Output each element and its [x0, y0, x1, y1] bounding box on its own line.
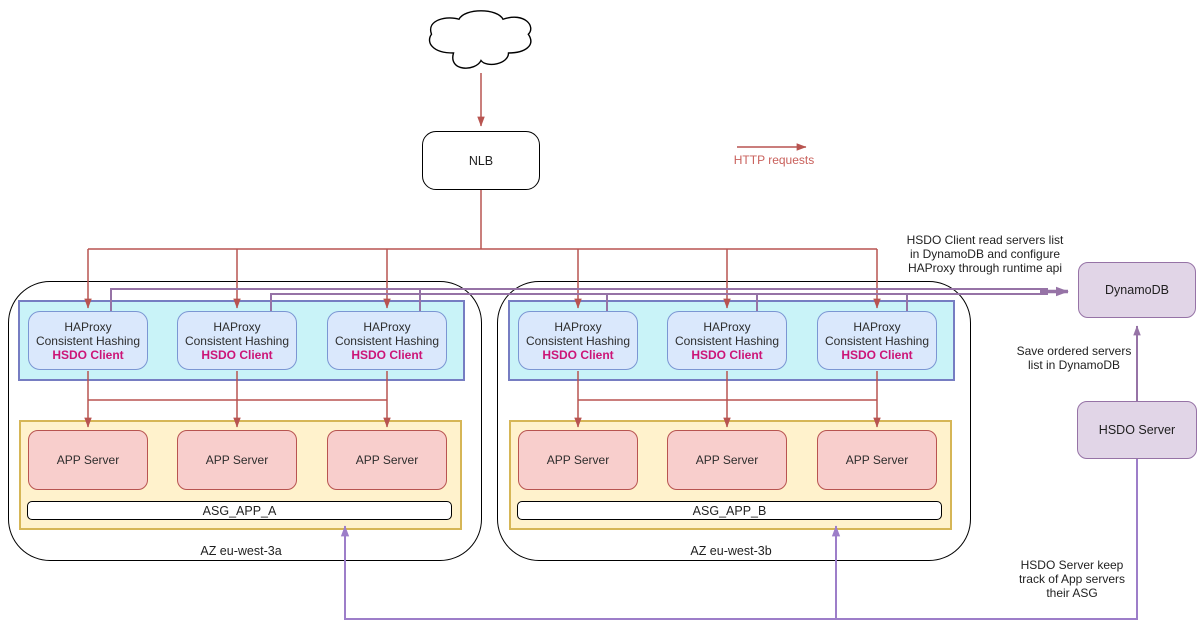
internet-cloud-icon: [428, 10, 532, 69]
hsdo-client-label: HSDO Client: [201, 347, 273, 362]
asg-label: ASG_APP_A: [202, 503, 277, 518]
haproxy-subtitle: Consistent Hashing: [35, 333, 141, 348]
haproxy-title: HAProxy: [64, 319, 112, 334]
haproxy-node: HAProxy Consistent Hashing HSDO Client: [667, 311, 787, 370]
nlb-label: NLB: [468, 153, 494, 168]
app-server-label: APP Server: [205, 453, 269, 467]
app-server-label: APP Server: [695, 453, 759, 467]
http-requests-legend-label: HTTP requests: [733, 153, 815, 167]
haproxy-subtitle: Consistent Hashing: [334, 333, 440, 348]
dynamodb-label: DynamoDB: [1105, 283, 1169, 297]
hsdo-client-label: HSDO Client: [351, 347, 423, 362]
haproxy-title: HAProxy: [853, 319, 901, 334]
hsdo-client-label: HSDO Client: [841, 347, 913, 362]
haproxy-title: HAProxy: [363, 319, 411, 334]
app-server-node: APP Server: [177, 430, 297, 490]
haproxy-subtitle: Consistent Hashing: [674, 333, 780, 348]
nlb-node: NLB: [422, 131, 540, 190]
hsdo-client-label: HSDO Client: [542, 347, 614, 362]
asg-label: ASG_APP_B: [692, 503, 767, 518]
haproxy-node: HAProxy Consistent Hashing HSDO Client: [177, 311, 297, 370]
app-server-node: APP Server: [327, 430, 447, 490]
haproxy-title: HAProxy: [554, 319, 602, 334]
asg-bar-b: ASG_APP_B: [517, 501, 942, 520]
az-label-a: AZ eu-west-3a: [200, 544, 282, 558]
haproxy-title: HAProxy: [703, 319, 751, 334]
haproxy-node: HAProxy Consistent Hashing HSDO Client: [817, 311, 937, 370]
haproxy-title: HAProxy: [213, 319, 261, 334]
asg-bar-a: ASG_APP_A: [27, 501, 452, 520]
annotation-read-servers: HSDO Client read servers list in DynamoD…: [906, 233, 1064, 275]
app-server-label: APP Server: [546, 453, 610, 467]
hsdo-server-node: HSDO Server: [1077, 401, 1197, 459]
haproxy-subtitle: Consistent Hashing: [824, 333, 930, 348]
app-server-node: APP Server: [817, 430, 937, 490]
haproxy-subtitle: Consistent Hashing: [525, 333, 631, 348]
hsdo-client-label: HSDO Client: [691, 347, 763, 362]
haproxy-node: HAProxy Consistent Hashing HSDO Client: [518, 311, 638, 370]
annotation-save-servers: Save ordered servers list in DynamoDB: [1016, 344, 1132, 372]
app-server-label: APP Server: [355, 453, 419, 467]
az-label-b: AZ eu-west-3b: [690, 544, 772, 558]
app-server-label: APP Server: [56, 453, 120, 467]
app-server-node: APP Server: [518, 430, 638, 490]
app-server-label: APP Server: [845, 453, 909, 467]
app-server-node: APP Server: [667, 430, 787, 490]
haproxy-node: HAProxy Consistent Hashing HSDO Client: [327, 311, 447, 370]
dynamodb-node: DynamoDB: [1078, 262, 1196, 318]
hsdo-client-label: HSDO Client: [52, 347, 124, 362]
app-server-node: APP Server: [28, 430, 148, 490]
haproxy-node: HAProxy Consistent Hashing HSDO Client: [28, 311, 148, 370]
haproxy-subtitle: Consistent Hashing: [184, 333, 290, 348]
hsdo-server-label: HSDO Server: [1098, 423, 1176, 437]
annotation-track-asg: HSDO Server keep track of App servers th…: [1018, 558, 1126, 600]
